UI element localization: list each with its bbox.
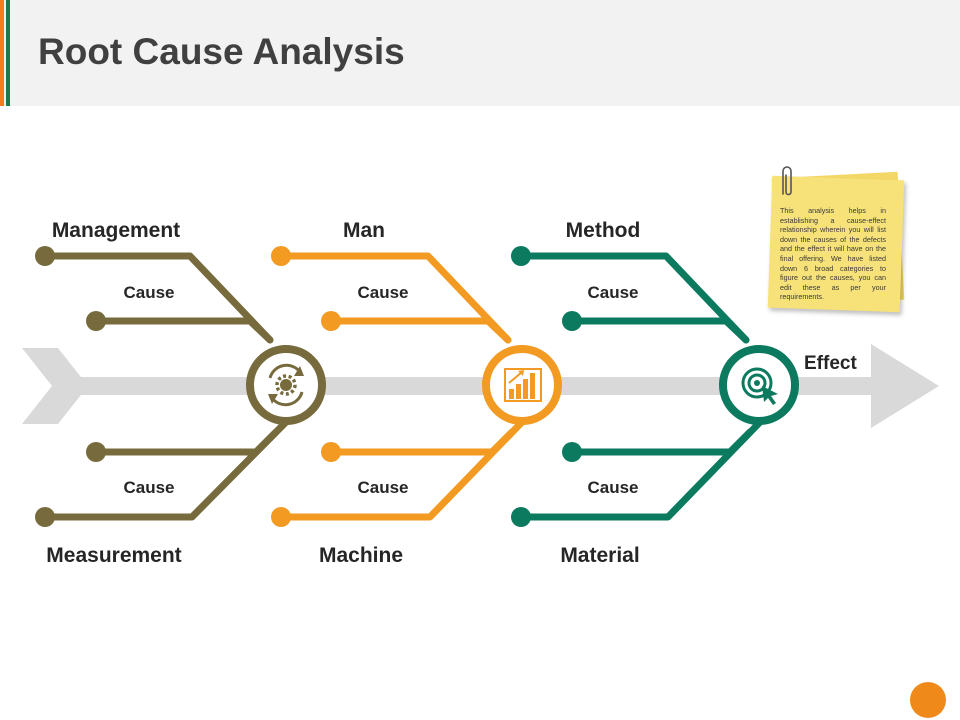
hub-management-measurement [246, 345, 326, 425]
bone-method [517, 252, 750, 344]
bone-end-dot [271, 246, 291, 266]
bone-end-dot [511, 507, 531, 527]
bone-end-dot [562, 311, 582, 331]
bone-material [517, 414, 768, 521]
spine-tail [22, 348, 88, 424]
bones-man-machine [277, 252, 530, 521]
category-material: Material [560, 544, 640, 567]
bone-material-cause [568, 428, 754, 456]
bone-ends-brown [35, 246, 106, 527]
category-measurement: Measurement [46, 544, 182, 567]
category-man: Man [343, 219, 385, 242]
bone-end-dot [35, 246, 55, 266]
orange-accent-stripe [0, 0, 4, 106]
bone-machine [277, 414, 530, 521]
bone-machine-cause [327, 428, 516, 456]
bone-man [277, 252, 512, 344]
bone-end-dot [511, 246, 531, 266]
cause-label: Cause [587, 478, 639, 497]
bone-measurement-cause [92, 428, 280, 456]
bar-chart-growth-icon [504, 368, 542, 402]
bones-management-measurement [41, 252, 294, 521]
bone-measurement [41, 414, 294, 521]
cause-label: Cause [357, 478, 409, 497]
bones-method-material [517, 252, 768, 521]
cause-label: Cause [123, 478, 175, 497]
bone-end-dot [35, 507, 55, 527]
gear-refresh-icon [268, 363, 304, 407]
page-title: Root Cause Analysis [38, 31, 405, 72]
bone-method-cause [568, 317, 750, 344]
bone-management [41, 252, 274, 344]
cause-label: Cause [357, 283, 409, 302]
effect-label: Effect [804, 353, 857, 374]
cause-label: Cause [123, 283, 175, 302]
bone-management-cause [92, 317, 274, 344]
bone-man-cause [327, 317, 512, 344]
bone-end-dot [86, 442, 106, 462]
bone-end-dot [321, 311, 341, 331]
bone-end-dot [321, 442, 341, 462]
paperclip-icon [782, 166, 792, 196]
target-cursor-icon [741, 367, 778, 405]
bone-ends-green [511, 246, 582, 527]
category-machine: Machine [318, 544, 404, 567]
spine [22, 344, 939, 428]
category-management: Management [51, 219, 181, 242]
bone-end-dot [562, 442, 582, 462]
hub-man-machine [482, 345, 562, 425]
green-accent-stripe [6, 0, 10, 106]
page-indicator-dot [910, 682, 946, 718]
bone-ends-orange [271, 246, 341, 527]
hub-ring [482, 345, 562, 425]
hub-method-material [719, 345, 799, 425]
bone-end-dot [271, 507, 291, 527]
sticky-note-text: This analysis helps in establishing a ca… [780, 206, 886, 302]
cause-label: Cause [587, 283, 639, 302]
bone-end-dot [86, 311, 106, 331]
category-method: Method [565, 219, 641, 242]
header-bar: Root Cause Analysis [0, 0, 960, 106]
spine-arrowhead [871, 344, 939, 428]
